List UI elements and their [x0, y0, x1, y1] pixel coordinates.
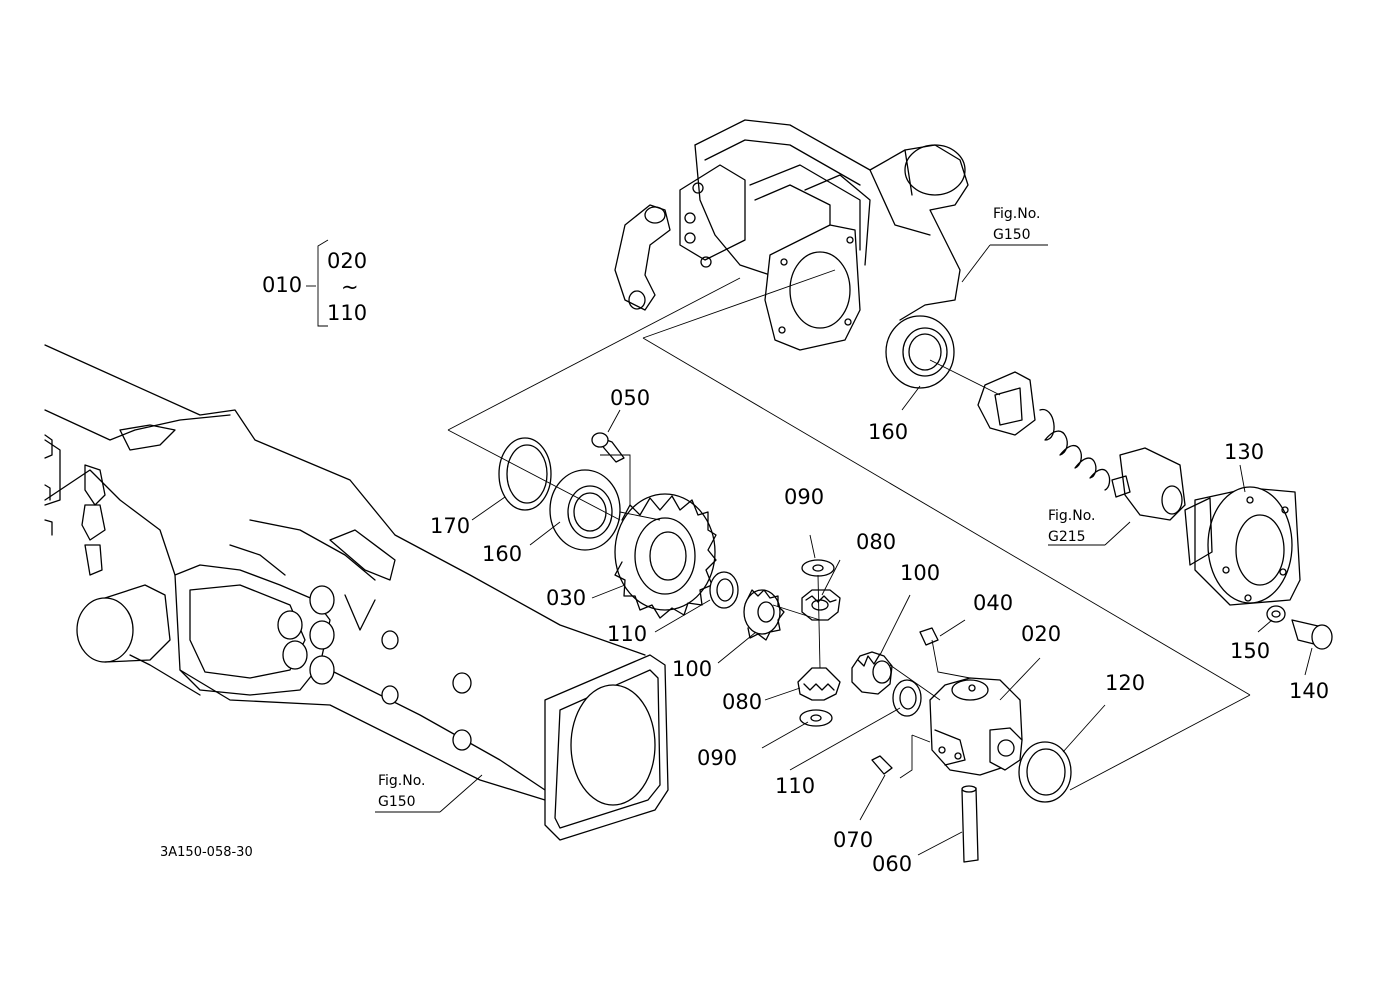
- assembly-range-start: 020: [327, 249, 367, 273]
- leader-lines: [306, 239, 1313, 856]
- assembly-part-010: 010: [262, 273, 302, 297]
- ring-gear-030: [614, 493, 717, 619]
- diff-lock-spring: [1039, 409, 1111, 491]
- differential-housing: [614, 119, 969, 351]
- callout-label: 100: [900, 561, 940, 585]
- bearing-160-upper: [885, 315, 955, 389]
- bolt-050: [591, 432, 625, 463]
- shaft-060: [961, 785, 979, 863]
- callout-label: 060: [872, 852, 912, 876]
- pin-070: [871, 755, 893, 775]
- washer-090-top: [801, 559, 835, 577]
- fig-ref-prefix-top: Fig.No.: [993, 206, 1041, 222]
- callout-label: 070: [833, 828, 873, 852]
- drawing-code: 3A150-058-30: [160, 845, 253, 860]
- figure-references: Fig.No. G150 Fig.No. G215 Fig.No. G150: [378, 206, 1096, 810]
- callout-label: 140: [1289, 679, 1329, 703]
- shim-120: [1018, 741, 1072, 803]
- callout-label: 090: [697, 746, 737, 770]
- axle-housing: [44, 344, 669, 841]
- cover-130: [1184, 486, 1301, 606]
- thrust-washer-110-right: [892, 679, 922, 717]
- thrust-washer-110-left: [709, 571, 739, 609]
- assembly-range-separator: ~: [341, 275, 359, 299]
- callout-label: 170: [430, 514, 470, 538]
- callout-label: 160: [868, 420, 908, 444]
- bolt-140: [1291, 619, 1333, 650]
- shim-170: [498, 437, 552, 511]
- washer-150: [1266, 605, 1286, 623]
- part-callouts: 050 170 160 030 110 090 080 100 100 080 …: [430, 386, 1329, 876]
- pin-040: [919, 627, 939, 646]
- fig-ref-prefix-bottom: Fig.No.: [378, 773, 426, 789]
- bearing-160-lower: [549, 469, 621, 551]
- callout-label: 020: [1021, 622, 1061, 646]
- assembly-range-end: 110: [327, 301, 367, 325]
- callout-label: 080: [856, 530, 896, 554]
- fig-ref-prefix-right: Fig.No.: [1048, 508, 1096, 524]
- differential-case-020: [929, 677, 1023, 776]
- callout-label: 130: [1224, 440, 1264, 464]
- callout-label: 080: [722, 690, 762, 714]
- callout-label: 110: [775, 774, 815, 798]
- callout-label: 160: [482, 542, 522, 566]
- callout-label: 050: [610, 386, 650, 410]
- diff-lock-fork: [1111, 447, 1186, 521]
- callout-label: 150: [1230, 639, 1270, 663]
- side-gear-100-right: [851, 651, 893, 695]
- callout-label: 120: [1105, 671, 1145, 695]
- fig-ref-number-top: G150: [993, 227, 1031, 243]
- assembly-note: 010 020 ~ 110: [262, 249, 367, 325]
- pinion-080-top: [801, 589, 841, 621]
- diff-lock-shifter: [977, 371, 1036, 436]
- fig-ref-number-bottom: G150: [378, 794, 416, 810]
- callout-label: 110: [607, 622, 647, 646]
- side-gear-100-left: [743, 589, 785, 641]
- fig-ref-number-right: G215: [1048, 529, 1086, 545]
- callout-label: 100: [672, 657, 712, 681]
- callout-label: 030: [546, 586, 586, 610]
- callout-label: 040: [973, 591, 1013, 615]
- pinion-080-bottom: [797, 667, 841, 701]
- callout-label: 090: [784, 485, 824, 509]
